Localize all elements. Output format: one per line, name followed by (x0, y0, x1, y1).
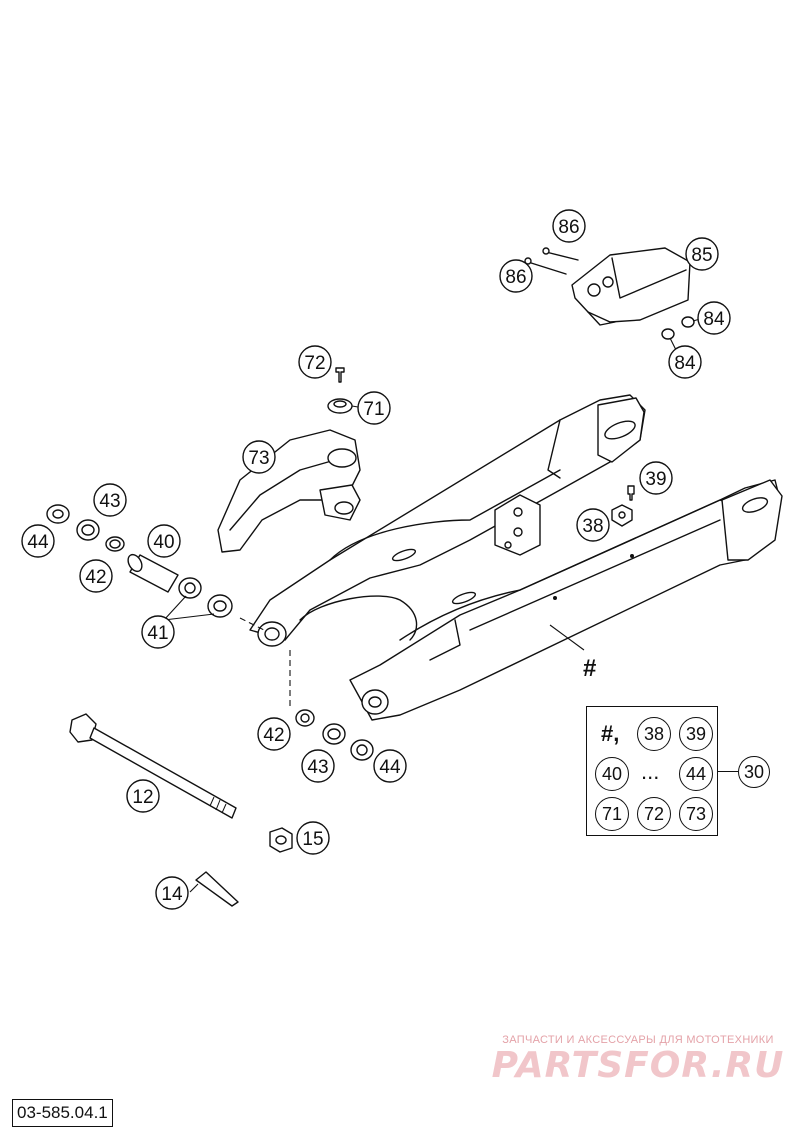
watermark: ЗАПЧАСТИ И АКСЕССУАРЫ ДЛЯ МОТОТЕХНИКИ PA… (488, 1034, 788, 1086)
callout-86-top: 86 (552, 209, 586, 243)
svg-text:44: 44 (379, 757, 401, 778)
svg-text:42: 42 (263, 725, 284, 746)
kit-range-ellipsis: ... (641, 759, 660, 784)
svg-text:86: 86 (558, 217, 579, 238)
svg-text:14: 14 (161, 884, 183, 905)
callout-85: 85 (685, 237, 719, 271)
screw-and-washer (327, 367, 359, 414)
callout-39: 39 (639, 461, 673, 495)
callout-44-top: 44 (21, 524, 55, 558)
callout-71: 71 (357, 391, 391, 425)
callout-72: 72 (298, 345, 332, 379)
callout-41: 41 (141, 615, 175, 649)
kit-item-40: 40 (595, 757, 629, 791)
svg-text:43: 43 (307, 757, 328, 778)
svg-text:73: 73 (248, 448, 269, 469)
chain-guide (524, 247, 701, 351)
callout-84-bottom: 84 (668, 345, 702, 379)
svg-text:38: 38 (582, 516, 603, 537)
callout-42-bottom: 42 (257, 717, 291, 751)
kit-item-44: 44 (679, 757, 713, 791)
svg-text:15: 15 (302, 829, 323, 850)
callout-14: 14 (155, 876, 189, 910)
callout-30: 30 (738, 756, 770, 788)
svg-text:12: 12 (132, 787, 153, 808)
axle-set (69, 713, 293, 907)
frame-label: # (583, 655, 596, 682)
watermark-logo: PARTSFOR.RU (491, 1045, 785, 1086)
svg-text:84: 84 (674, 353, 696, 374)
svg-text:39: 39 (645, 469, 666, 490)
pivot-parts-right (289, 650, 374, 761)
watermark-subtitle: ЗАПЧАСТИ И АКСЕССУАРЫ ДЛЯ МОТОТЕХНИКИ (502, 1034, 774, 1046)
kit-leader-line (718, 771, 738, 772)
callout-40: 40 (147, 524, 181, 558)
kit-item-72: 72 (637, 797, 671, 831)
callout-38: 38 (576, 508, 610, 542)
kit-frame-mark: #, (601, 721, 620, 746)
callout-43-bottom: 43 (301, 749, 335, 783)
callout-43-top: 43 (93, 483, 127, 517)
diagram-code: 03-585.04.1 (12, 1099, 113, 1127)
svg-text:44: 44 (27, 532, 49, 553)
callout-86-left: 86 (499, 259, 533, 293)
callout-12: 12 (126, 779, 160, 813)
svg-text:71: 71 (363, 399, 384, 420)
svg-text:84: 84 (703, 309, 725, 330)
svg-text:85: 85 (691, 245, 712, 266)
svg-text:42: 42 (85, 567, 106, 588)
svg-text:40: 40 (153, 532, 174, 553)
kit-item-71: 71 (595, 797, 629, 831)
callout-44-bottom: 44 (373, 749, 407, 783)
kit-item-38: 38 (637, 717, 671, 751)
svg-text:41: 41 (147, 623, 168, 644)
clamp (611, 485, 635, 527)
kit-item-73: 73 (679, 797, 713, 831)
kit-item-39: 39 (679, 717, 713, 751)
callout-42-top: 42 (79, 559, 113, 593)
chain-slider (217, 429, 361, 553)
callout-73: 73 (242, 440, 276, 474)
svg-text:72: 72 (304, 353, 325, 374)
callout-15: 15 (296, 821, 330, 855)
svg-text:43: 43 (99, 491, 120, 512)
swingarm (249, 394, 783, 721)
kit-contents-box: #, 38 39 40 ... 44 71 72 73 (586, 706, 718, 836)
callout-84-top: 84 (697, 301, 731, 335)
pivot-parts-left (46, 504, 265, 631)
svg-text:86: 86 (505, 267, 526, 288)
